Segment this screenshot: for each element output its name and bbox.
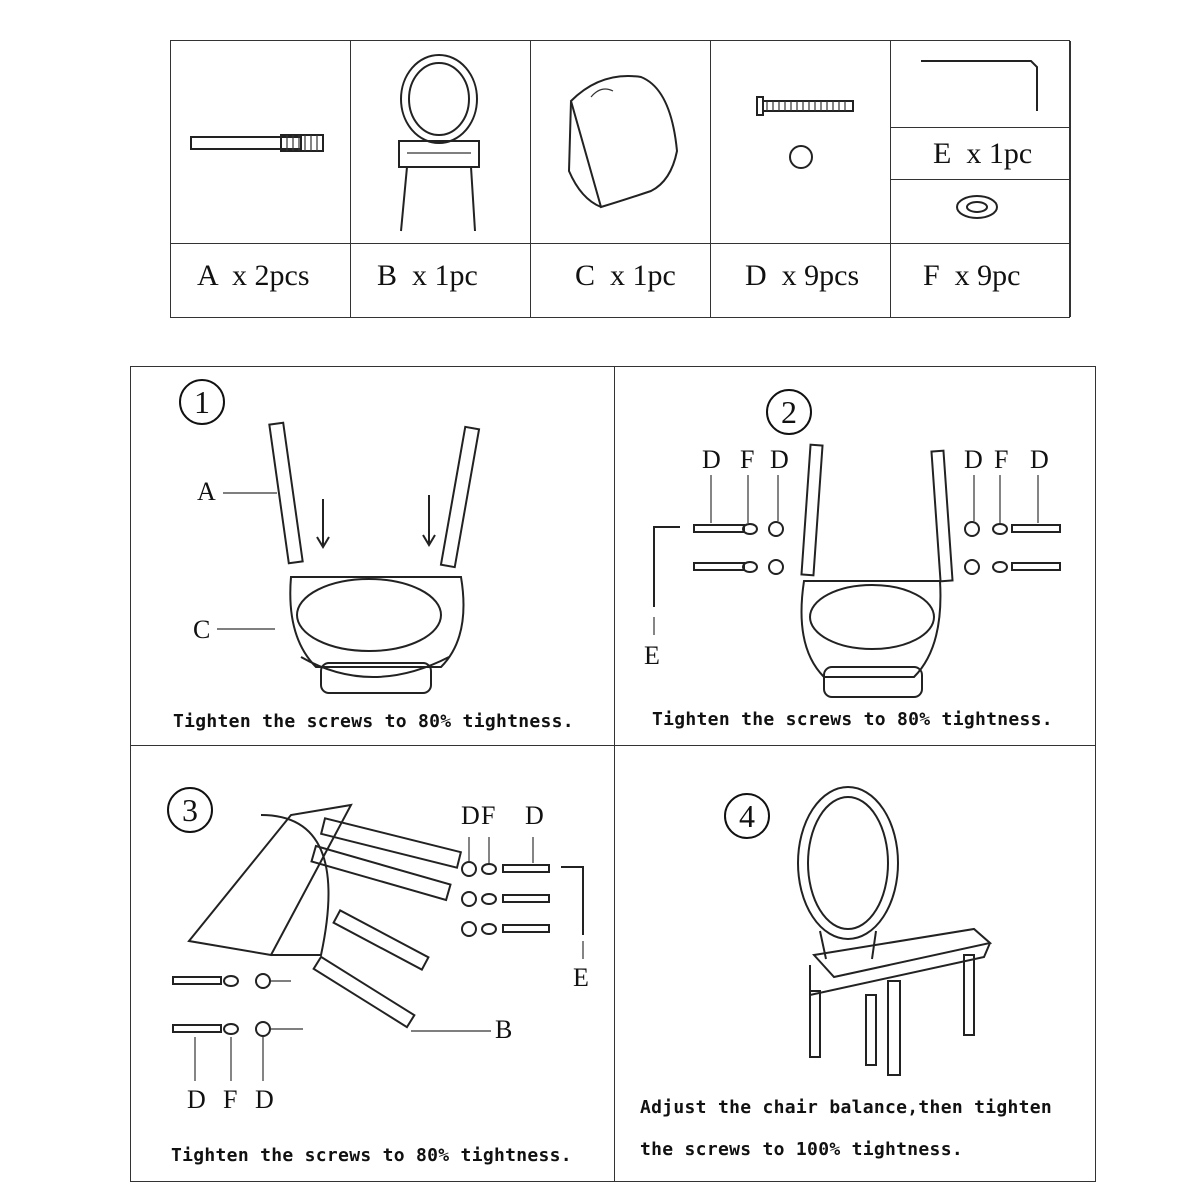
step-4-caption-line1: Adjust the chair balance,then tighten bbox=[640, 1097, 1052, 1118]
step-3-caption: Tighten the screws to 80% tightness. bbox=[171, 1145, 572, 1166]
step-3-callout-b: B bbox=[495, 1015, 512, 1045]
step-2-illustration bbox=[614, 367, 1097, 745]
step-3-panel: 3 D F D E B D F D bbox=[131, 745, 614, 1183]
parts-table: A x 2pcs B x 1pc C x 1pc D x 9pcs bbox=[170, 40, 1070, 318]
part-cell-b: B x 1pc bbox=[351, 41, 531, 317]
step-4-panel: 4 Adjust the chair balance,then tighten … bbox=[614, 745, 1097, 1183]
step-2-callout-d1: D bbox=[702, 445, 721, 475]
step-3-callout-d4: D bbox=[255, 1085, 274, 1115]
part-b-label: B x 1pc bbox=[377, 259, 478, 293]
assembly-steps: 1 A C Tighten the screws to 80% tightnes… bbox=[130, 366, 1096, 1182]
step-3-callout-d2: D bbox=[525, 801, 544, 831]
step-1-panel: 1 A C Tighten the screws to 80% tightnes… bbox=[131, 367, 614, 745]
part-cell-c: C x 1pc bbox=[531, 41, 711, 317]
step-2-callout-e: E bbox=[644, 641, 660, 671]
step-2-callout-d4: D bbox=[1030, 445, 1049, 475]
washer-f-icon bbox=[891, 41, 1071, 241]
step-1-caption: Tighten the screws to 80% tightness. bbox=[173, 711, 574, 732]
step-3-callout-d1: D bbox=[461, 801, 480, 831]
step-2-callout-f1: F bbox=[740, 445, 754, 475]
step-2-callout-f2: F bbox=[994, 445, 1008, 475]
part-cell-ef: E x 1pc F x 9pc bbox=[891, 41, 1071, 317]
part-d-label: D x 9pcs bbox=[745, 259, 859, 293]
step-2-callout-d2: D bbox=[770, 445, 789, 475]
step-2-caption: Tighten the screws to 80% tightness. bbox=[652, 709, 1053, 730]
step-1-illustration bbox=[131, 367, 614, 745]
step-3-callout-f1: F bbox=[481, 801, 495, 831]
part-f-label: F x 9pc bbox=[923, 259, 1021, 293]
part-c-label: C x 1pc bbox=[575, 259, 676, 293]
seat-c-icon bbox=[531, 41, 711, 241]
step-2-callout-d3: D bbox=[964, 445, 983, 475]
chair-back-b-icon bbox=[351, 41, 531, 241]
bolt-a-icon bbox=[171, 41, 351, 241]
step-3-callout-f2: F bbox=[223, 1085, 237, 1115]
step-2-panel: 2 D F D D F D E Tighten the screws to 8 bbox=[614, 367, 1097, 745]
part-cell-a: A x 2pcs bbox=[171, 41, 351, 317]
step-1-callout-a: A bbox=[197, 477, 216, 507]
step-3-callout-e: E bbox=[573, 963, 589, 993]
step-1-callout-c: C bbox=[193, 615, 210, 645]
screw-d-icon bbox=[711, 41, 891, 241]
step-3-callout-d3: D bbox=[187, 1085, 206, 1115]
part-cell-d: D x 9pcs bbox=[711, 41, 891, 317]
step-4-caption-line2: the screws to 100% tightness. bbox=[640, 1139, 963, 1160]
part-a-label: A x 2pcs bbox=[197, 259, 310, 293]
